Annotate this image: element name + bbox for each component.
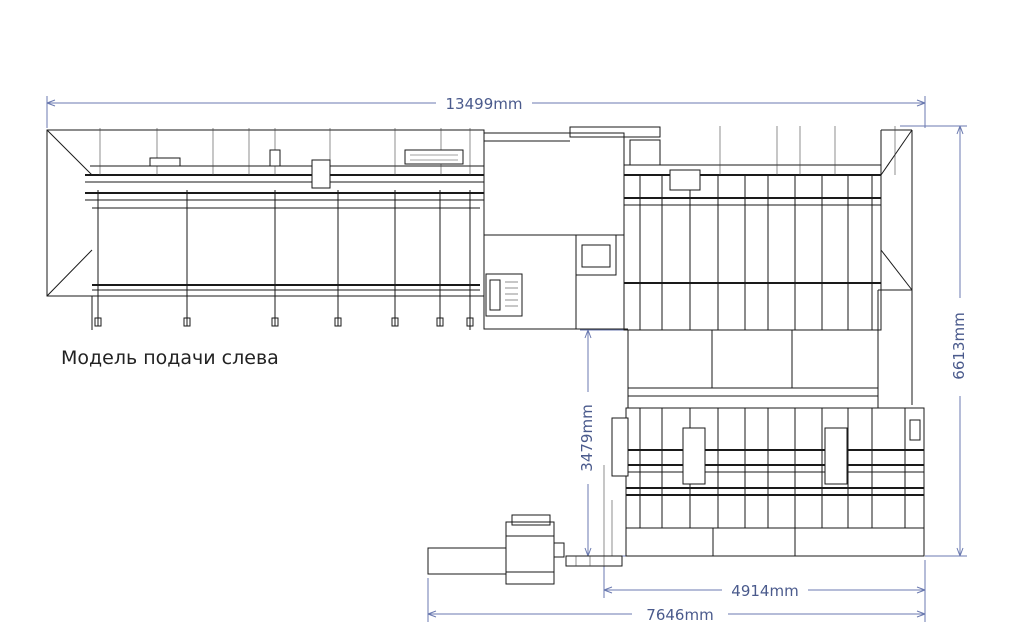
dim-total-lower-width: 7646mm <box>646 606 713 624</box>
dimension-labels: 13499mm 6613mm 3479mm 4914mm 7646mm <box>436 93 970 624</box>
caption-feed-model: Модель подачи слева <box>61 347 279 369</box>
right-middle-plates <box>627 289 913 409</box>
dim-total-length: 13499mm <box>446 95 523 113</box>
dim-offset-depth: 3479mm <box>578 404 596 471</box>
bottom-left-unit <box>427 514 623 585</box>
right-upper-table <box>623 126 913 331</box>
central-machine <box>483 126 661 330</box>
dim-lower-width: 4914mm <box>731 582 798 600</box>
dim-total-depth: 6613mm <box>950 312 968 379</box>
right-lower-table <box>603 407 925 557</box>
left-feed-table <box>46 128 485 330</box>
